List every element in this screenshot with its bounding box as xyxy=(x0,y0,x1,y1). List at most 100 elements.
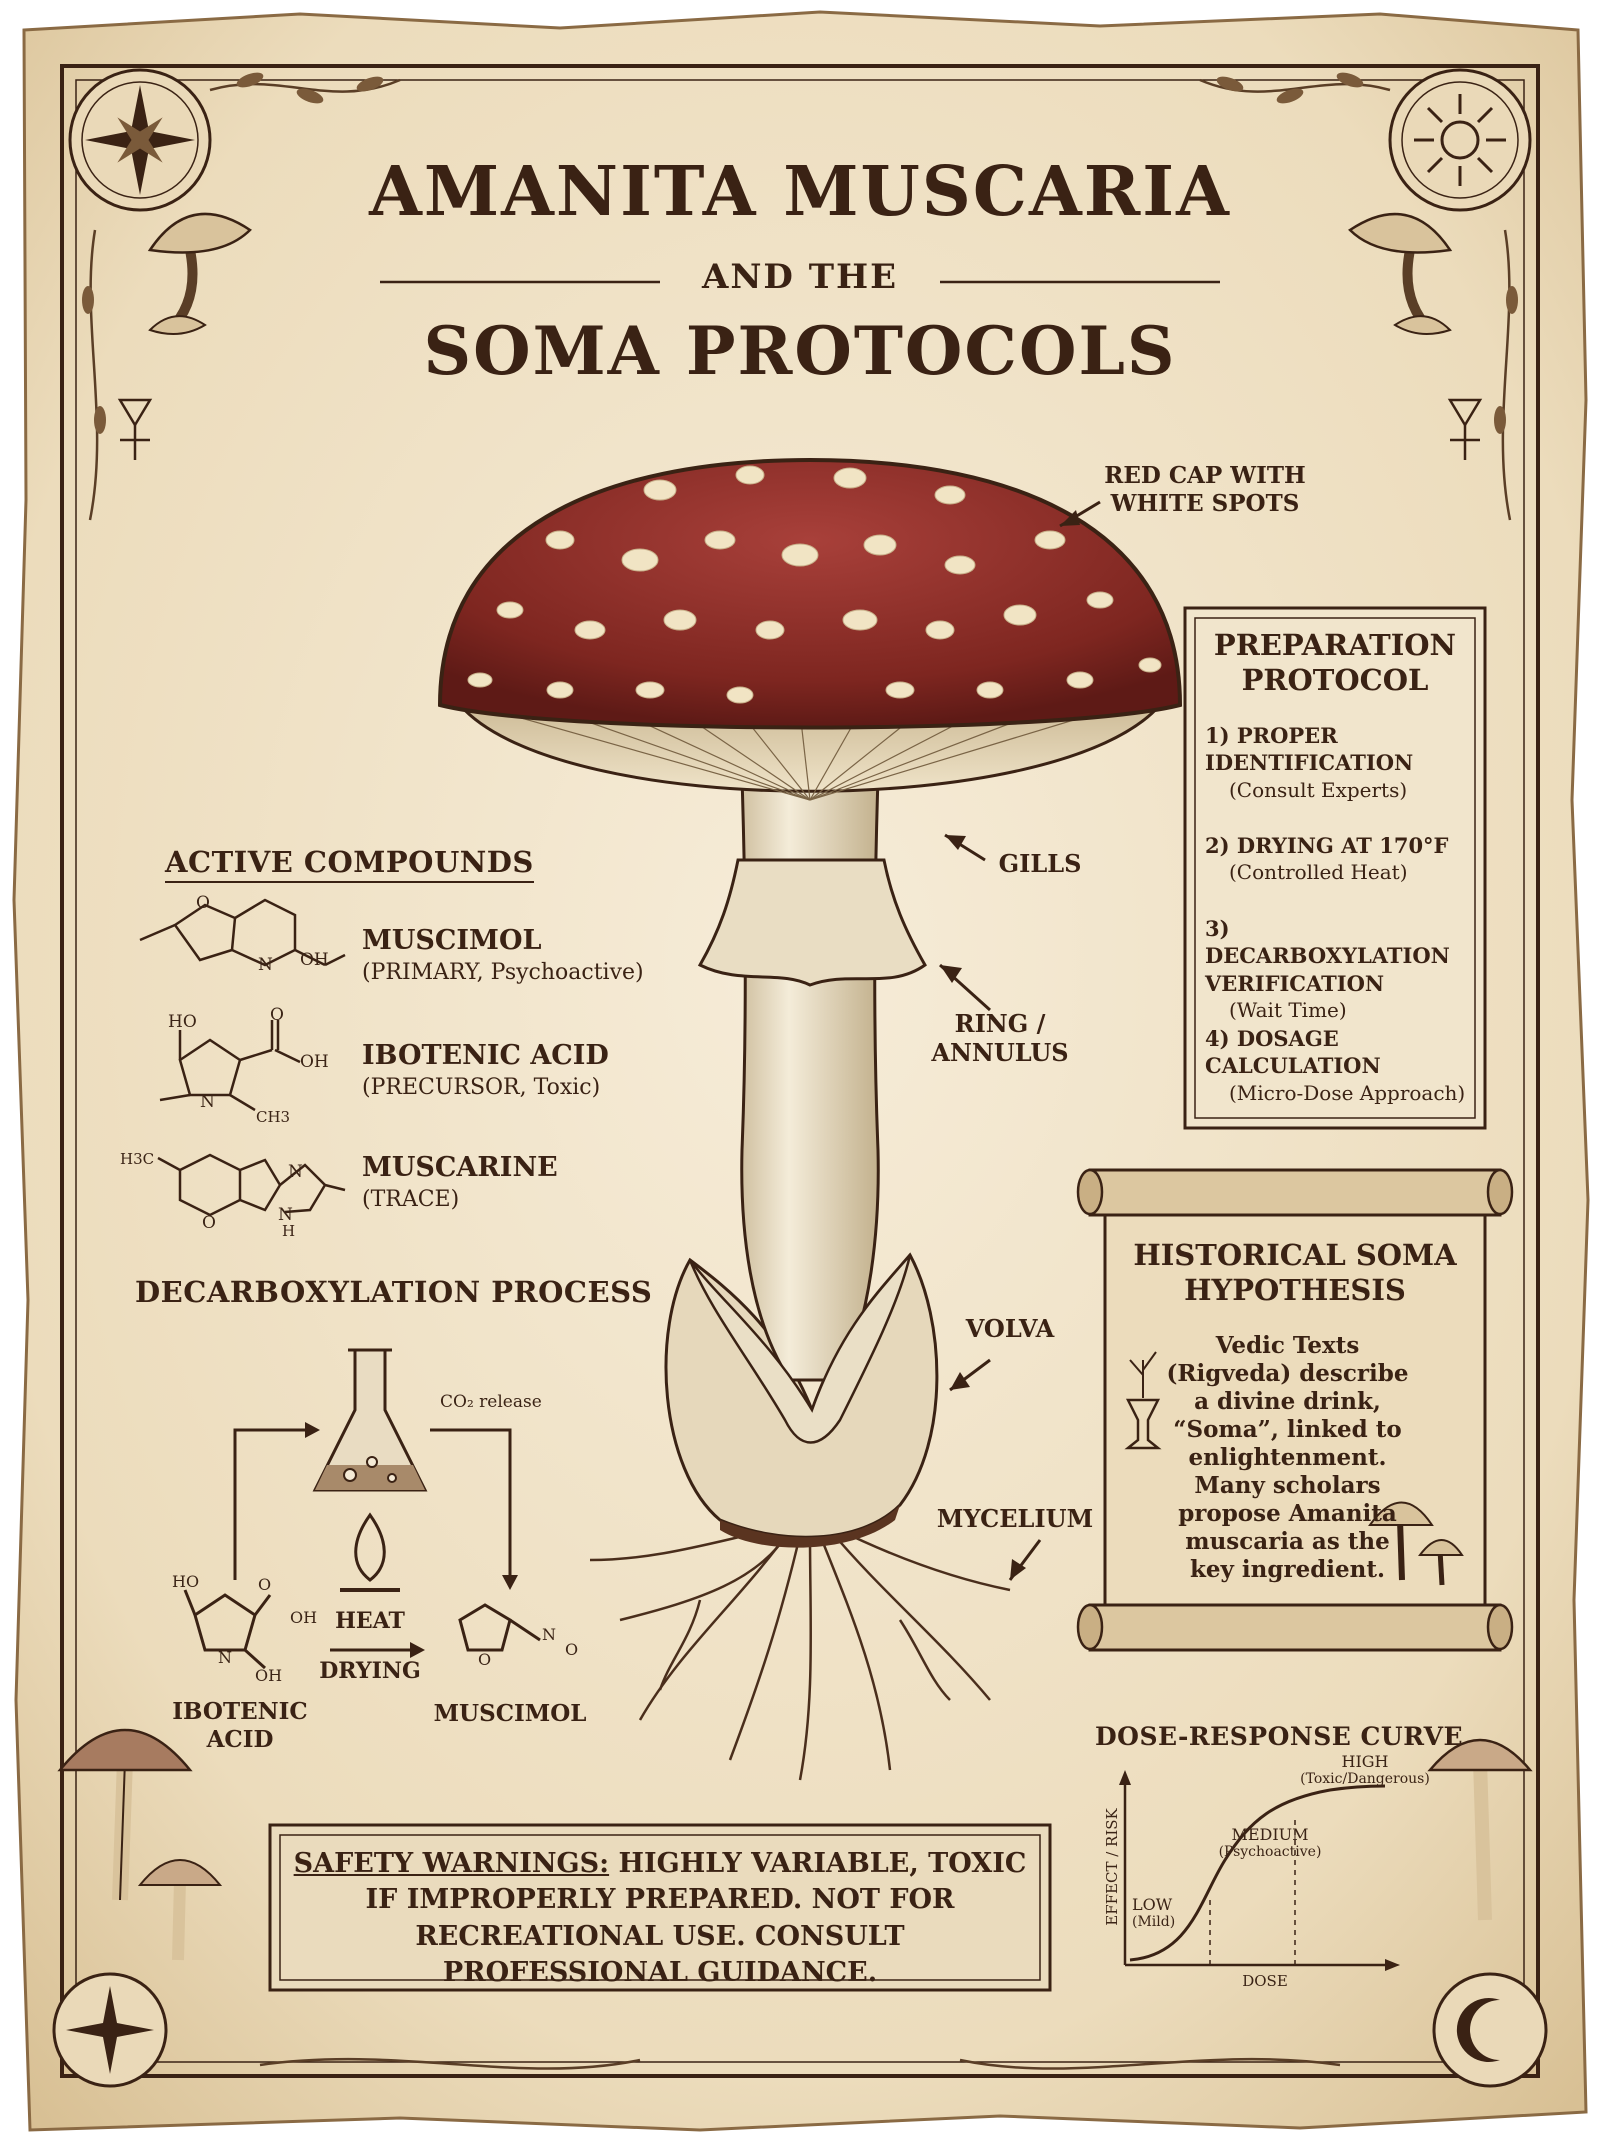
gills xyxy=(456,703,1164,793)
amanita-mushroom-illustration xyxy=(437,457,1183,1781)
white-spots xyxy=(467,465,1162,704)
step-title: 1) PROPER IDENTIFICATION xyxy=(1205,723,1414,776)
compound-note: (TRACE) xyxy=(362,1187,460,1212)
atom-label: N xyxy=(288,1162,303,1182)
atom-label: HO xyxy=(168,1012,197,1032)
ring-annulus xyxy=(697,858,927,987)
compound-muscimol: MUSCIMOL (PRIMARY, Psychoactive) xyxy=(362,925,644,985)
inner-frame xyxy=(75,79,1525,2063)
step-note: (Consult Experts) xyxy=(1229,777,1408,802)
red-cap xyxy=(437,457,1183,730)
step-note: (Controlled Heat) xyxy=(1229,860,1408,885)
history-body: Vedic Texts (Rigveda) describe a divine … xyxy=(1166,1332,1409,1584)
atom-label: N xyxy=(218,1648,232,1667)
zone-high: HIGH (Toxic/Dangerous) xyxy=(1290,1752,1440,1787)
decarb-arrowheads xyxy=(305,1422,518,1658)
zone-low: LOW (Mild) xyxy=(1132,1895,1202,1930)
compound-note: (PRIMARY, Psychoactive) xyxy=(362,960,644,985)
step-title: 4) DOSAGE CALCULATION xyxy=(1205,1026,1381,1079)
atom-label: O xyxy=(258,1575,272,1594)
alchemy-symbol-left xyxy=(117,398,153,460)
corner-mushroom-bottom-right xyxy=(1427,1738,1533,1921)
x-axis-label: DOSE xyxy=(1242,1972,1288,1990)
title-line-2: AND THE xyxy=(701,257,899,297)
atom-label: OH xyxy=(300,1052,329,1072)
atom-label: OH xyxy=(290,1608,318,1627)
compass-rose-icon xyxy=(68,68,212,212)
decarboxylation-diagram xyxy=(183,1348,541,1670)
title-line-3: SOMA PROTOCOLS xyxy=(423,312,1177,390)
moon-icon xyxy=(1432,1972,1548,2088)
label-volva: VOLVA xyxy=(965,1314,1055,1343)
leaf-decoration xyxy=(82,72,1518,434)
sun-icon xyxy=(1388,68,1532,212)
label-arrowheads xyxy=(940,510,1080,1580)
muscimol-label: MUSCIMOL xyxy=(433,1700,587,1727)
compound-muscarine: MUSCARINE (TRACE) xyxy=(362,1152,558,1212)
compound-name: IBOTENIC ACID xyxy=(362,1040,609,1071)
compass-star-icon xyxy=(52,1972,168,2088)
label-cap: RED CAP WITH WHITE SPOTS xyxy=(1104,462,1306,517)
step-note: (Micro-Dose Approach) xyxy=(1229,1080,1466,1105)
zone-note: (Mild) xyxy=(1132,1914,1176,1930)
step-title: 3) DECARBOXYLATION VERIFICATION xyxy=(1205,916,1450,996)
zone-note: (Toxic/Dangerous) xyxy=(1300,1771,1430,1787)
atom-label: O xyxy=(478,1650,492,1669)
compound-ibotenic-acid: IBOTENIC ACID (PRECURSOR, Toxic) xyxy=(362,1040,609,1100)
atom-label: CH3 xyxy=(256,1108,291,1126)
compound-note: (PRECURSOR, Toxic) xyxy=(362,1075,601,1100)
atom-label: N xyxy=(258,955,273,975)
safety-box xyxy=(268,1823,1052,1992)
safety-heading: SAFETY WARNINGS: xyxy=(293,1848,610,1879)
active-compounds-heading: ACTIVE COMPOUNDS xyxy=(165,845,534,883)
outer-frame xyxy=(60,64,1540,2078)
stem xyxy=(738,718,882,1382)
atom-label: N xyxy=(200,1092,215,1112)
atom-label: H3C xyxy=(120,1150,155,1168)
atom-label: O xyxy=(196,893,210,913)
atom-label: N xyxy=(278,1205,293,1225)
atom-label: O xyxy=(565,1640,579,1659)
preparation-step-1: 1) PROPER IDENTIFICATION (Consult Expert… xyxy=(1205,722,1470,803)
atom-label: HO xyxy=(172,1572,200,1591)
title-line-1: AMANITA MUSCARIA xyxy=(369,152,1231,232)
atom-label: OH xyxy=(300,950,329,970)
corner-mushroom-bottom-left xyxy=(57,1728,223,1961)
preparation-step-4: 4) DOSAGE CALCULATION (Micro-Dose Approa… xyxy=(1205,1025,1470,1106)
preparation-step-2: 2) DRYING AT 170°F (Controlled Heat) xyxy=(1205,832,1470,885)
preparation-heading: PREPARATION PROTOCOL xyxy=(1213,628,1457,697)
zone-label: MEDIUM xyxy=(1231,1825,1309,1844)
safety-body: HIGHLY VARIABLE, TOXIC IF IMPROPERLY PRE… xyxy=(365,1848,1027,1989)
safety-warning-text: SAFETY WARNINGS: HIGHLY VARIABLE, TOXIC … xyxy=(290,1846,1030,1992)
dose-curve xyxy=(1129,1784,1386,1962)
dose-response-chart xyxy=(1119,1770,1400,1971)
zone-note: (Psychoactive) xyxy=(1218,1844,1322,1860)
compound-name: MUSCIMOL xyxy=(362,925,542,956)
zone-medium: MEDIUM (Psychoactive) xyxy=(1215,1825,1325,1860)
compound-structures xyxy=(139,898,346,1217)
alchemy-symbol-right xyxy=(1447,398,1483,460)
ibotenic-acid-label: IBOTENIC ACID xyxy=(172,1698,308,1753)
mycelium-roots xyxy=(589,1526,1011,1781)
zone-label: LOW xyxy=(1132,1895,1173,1914)
co2-release-label: CO₂ release xyxy=(440,1392,542,1412)
zone-label: HIGH xyxy=(1341,1752,1389,1771)
heat-label: HEAT xyxy=(335,1608,405,1634)
label-gills: GILLS xyxy=(998,849,1082,878)
history-heading: HISTORICAL SOMA HYPOTHESIS xyxy=(1133,1238,1457,1307)
preparation-box xyxy=(1183,606,1487,1130)
y-axis-label: EFFECT / RISK xyxy=(1103,1808,1121,1926)
preparation-step-3: 3) DECARBOXYLATION VERIFICATION (Wait Ti… xyxy=(1205,915,1470,1023)
label-mycelium: MYCELIUM xyxy=(936,1504,1094,1533)
atom-label: O xyxy=(202,1213,216,1233)
flask-bubbles xyxy=(343,1456,397,1483)
corner-mushroom-top-left xyxy=(147,212,252,335)
atom-label: H xyxy=(282,1222,296,1240)
flame-icon xyxy=(354,1512,386,1582)
step-title: 2) DRYING AT 170°F xyxy=(1205,833,1449,858)
step-note: (Wait Time) xyxy=(1229,997,1347,1022)
history-scroll xyxy=(1076,1168,1514,1652)
atom-label: O xyxy=(270,1005,284,1025)
